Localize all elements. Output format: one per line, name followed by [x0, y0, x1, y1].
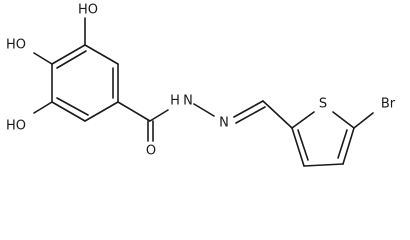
molecule-structure: HO HO HO O H N N S Br	[6, 3, 396, 167]
sulfur-label: S	[319, 97, 327, 112]
imine-nitrogen-label: N	[219, 116, 229, 131]
carbonyl-oxygen-label: O	[146, 144, 156, 159]
amide-nitrogen-label: N	[183, 94, 193, 109]
bromine-label: Br	[381, 97, 396, 112]
amide-hydrogen-label: H	[170, 94, 180, 109]
bond-lines	[33, 17, 374, 167]
hydroxyl-middle-label: HO	[6, 38, 26, 53]
hydroxyl-top-label: HO	[78, 3, 98, 18]
hydroxyl-bottom-label: HO	[6, 119, 26, 134]
